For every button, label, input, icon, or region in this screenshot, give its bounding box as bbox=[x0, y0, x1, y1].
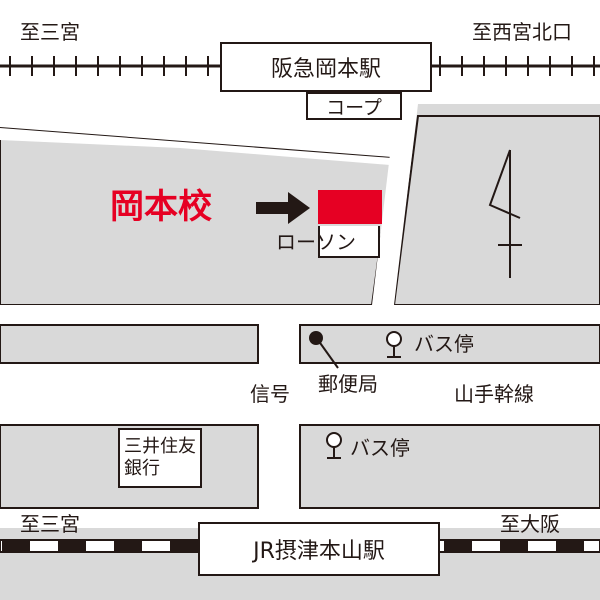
bus-stop-north-label: バス停 bbox=[414, 332, 474, 356]
road-curve bbox=[0, 128, 392, 165]
bank-label: 三井住友 銀行 bbox=[124, 436, 196, 479]
label-to-nishinomiya-kitaguchi: 至西宮北口 bbox=[472, 20, 572, 44]
road-bottom bbox=[0, 508, 600, 528]
label-to-osaka: 至大阪 bbox=[500, 512, 560, 536]
block-middle-right bbox=[299, 324, 600, 364]
right-arrow-icon bbox=[256, 192, 310, 224]
lawson-store bbox=[318, 226, 380, 258]
road-top bbox=[0, 88, 600, 158]
school-marker bbox=[318, 190, 382, 224]
bus-stop-south-label: バス停 bbox=[350, 436, 410, 460]
block-middle-left bbox=[0, 324, 259, 364]
block-lower-right bbox=[299, 424, 600, 509]
bus-stop-icon bbox=[326, 432, 342, 459]
mitsui-sumitomo-bank: 三井住友 銀行 bbox=[118, 428, 202, 488]
north-arrow-icon bbox=[488, 149, 522, 278]
label-to-sannomiya-bottom: 至三宮 bbox=[20, 512, 80, 536]
bus-stop-icon bbox=[386, 331, 402, 358]
block-northeast bbox=[392, 115, 600, 306]
coop-store: コープ bbox=[306, 92, 402, 120]
post-office-label: 郵便局 bbox=[318, 372, 378, 396]
lawson-label: ローソン bbox=[276, 230, 356, 254]
jr-rail-dashes bbox=[2, 540, 584, 552]
hankyu-rail-ties bbox=[9, 56, 595, 76]
hankyu-okamoto-station: 阪急岡本駅 bbox=[220, 42, 432, 92]
school-name: 岡本校 bbox=[110, 187, 212, 227]
jr-station-label: JR摂津本山駅 bbox=[253, 539, 385, 564]
coop-label: コープ bbox=[326, 96, 382, 119]
yamate-line-label: 山手幹線 bbox=[454, 382, 534, 406]
road-north-south bbox=[372, 104, 418, 305]
post-office-marker-icon bbox=[309, 331, 339, 369]
label-to-sannomiya-top: 至三宮 bbox=[20, 20, 80, 44]
road-vertical-middle bbox=[258, 305, 300, 545]
hankyu-okamoto-station-label: 阪急岡本駅 bbox=[270, 57, 381, 82]
jr-settsu-motoyama-station: JR摂津本山駅 bbox=[198, 522, 440, 576]
signal-label: 信号 bbox=[250, 382, 290, 406]
